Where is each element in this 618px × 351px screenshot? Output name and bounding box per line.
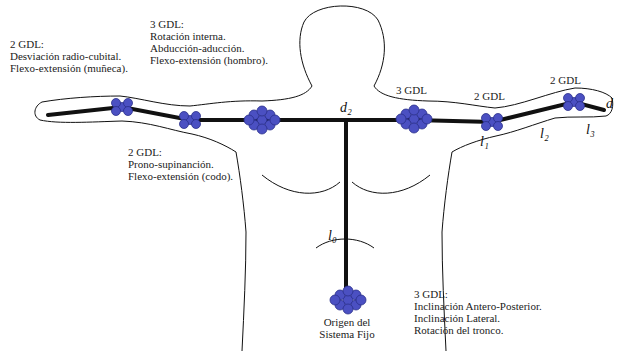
joint-blob: [356, 295, 366, 305]
text-line: 3 GDL:: [150, 18, 268, 30]
head-outline: [300, 6, 385, 86]
dof-count: 2 GDL: [474, 90, 505, 102]
origin-caption: Origen del Sistema Fijo: [312, 316, 382, 340]
right-body-outline: [374, 86, 613, 351]
link-name: l₃: [586, 122, 595, 137]
elbow-dof-note: 2 GDL: Prono-supinanción. Flexo-extensió…: [128, 146, 233, 182]
text-line: Rotación interna.: [150, 30, 268, 42]
joint-blob: [257, 106, 267, 116]
shoulder-dof-note: 3 GDL: Rotación interna. Abducción-aducc…: [150, 18, 268, 66]
left-body-outline: [35, 86, 312, 351]
joint-blob: [180, 120, 189, 129]
link-d2: [262, 118, 414, 122]
joint-blob: [124, 107, 133, 116]
joint-blob: [409, 105, 419, 115]
joint-clusters: [112, 94, 585, 315]
dof-count: 3 GDL: [396, 84, 427, 96]
text-line: 3 GDL:: [414, 288, 542, 300]
left-arm-links: [48, 107, 262, 120]
dof-count: 2 GDL: [550, 74, 581, 86]
text-line: Inclinación Lateral.: [414, 312, 542, 324]
text-line: 2 GDL:: [10, 38, 128, 50]
joint-blob: [257, 124, 267, 134]
link-l0: [344, 120, 348, 292]
joint-blob: [192, 120, 201, 129]
text-line: Inclinación Antero-Posterior.: [414, 300, 542, 312]
joint-blob: [494, 122, 503, 131]
text-line: Flexo-extensión (muñeca).: [10, 62, 128, 74]
joint-blob: [396, 114, 406, 124]
text-line: Desviación radio-cubital.: [10, 50, 128, 62]
joint-blob: [482, 122, 491, 131]
joint-blob: [576, 102, 585, 111]
link-name: l₁: [480, 134, 489, 149]
joint-blob: [343, 286, 353, 296]
text-line: Rotación del tronco.: [414, 324, 542, 336]
trunk-dof-note: 3 GDL: Inclinación Antero-Posterior. Inc…: [414, 288, 542, 336]
text-line: 2 GDL:: [128, 146, 233, 158]
chest-line: [352, 175, 430, 193]
joint-blob: [112, 107, 121, 116]
text-line: Flexo-extensión (codo).: [128, 170, 233, 182]
joint-blob: [409, 123, 419, 133]
text-line: Abducción-aducción.: [150, 42, 268, 54]
joint-blob: [270, 115, 280, 125]
link-name: d: [606, 96, 613, 111]
joint-blob: [564, 102, 573, 111]
text-line: Prono-supinanción.: [128, 158, 233, 170]
chest-line: [262, 175, 340, 193]
joint-blob: [244, 115, 254, 125]
link-name: d₂: [340, 100, 352, 115]
joint-blob: [330, 295, 340, 305]
joint-blob: [343, 304, 353, 314]
right-arm-links: [414, 102, 604, 122]
link-name: l₀: [328, 228, 337, 243]
joint-blob: [422, 114, 432, 124]
link-name: l₂: [540, 126, 549, 141]
text-line: Flexo-extensión (hombro).: [150, 54, 268, 66]
wrist-dof-note: 2 GDL: Desviación radio-cubital. Flexo-e…: [10, 38, 128, 74]
